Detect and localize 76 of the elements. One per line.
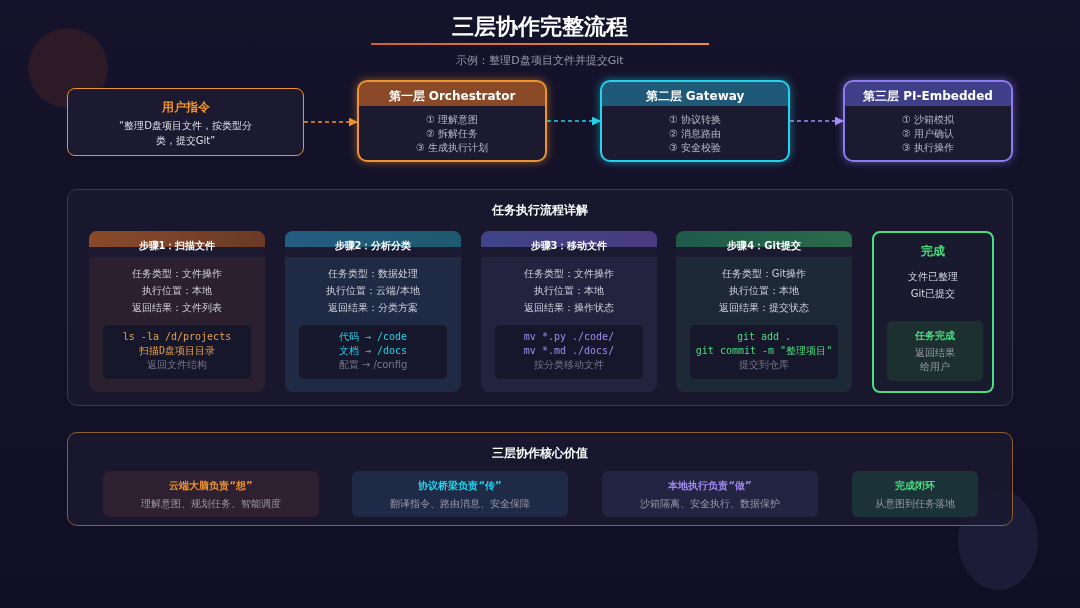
value-description: 沙箱隔离、安全执行、数据保护 [639, 497, 781, 511]
arrow [303, 117, 358, 127]
list-item: ② 消息路由 [667, 127, 723, 141]
section-panel [67, 432, 1013, 526]
list-item: ① 协议转换 [667, 113, 723, 127]
layer-title: 第二层 Gateway [644, 88, 746, 105]
code-line: git add . [735, 330, 793, 344]
layer-box [843, 80, 1013, 162]
step-header: 步骤2：分析分类 [285, 231, 461, 257]
arrow [546, 116, 601, 126]
step-card [285, 231, 461, 392]
layer-title: 第一层 Orchestrator [387, 88, 517, 105]
step-detail: 执行位置：本地 [533, 284, 605, 298]
step-header: 步骤3：移动文件 [481, 231, 657, 257]
status-text: 文件已整理 [907, 270, 959, 284]
code-note: 配置 → /config [337, 358, 409, 372]
code-line: ls -la /d/projects [121, 330, 233, 344]
list-item: ② 拆解任务 [424, 127, 480, 141]
section-title: 三层协作核心价值 [491, 445, 589, 462]
step-detail: 任务类型：Git操作 [720, 267, 808, 281]
list-item: ③ 生成执行计划 [414, 141, 490, 155]
list-item: ① 沙箱模拟 [900, 113, 956, 127]
code-block [299, 325, 447, 379]
list-item: ② 用户确认 [900, 127, 956, 141]
code-line: 代码 → /code [337, 330, 409, 344]
layer-box [357, 80, 547, 162]
step-detail: 返回结果：文件列表 [131, 301, 223, 315]
value-description: 理解意图、规划任务、智能调度 [140, 497, 282, 511]
code-line: git commit -m "整理项目" [694, 344, 834, 358]
completion-card [872, 231, 994, 393]
result-text: 返回结果给用户 [914, 346, 956, 374]
layer-box [600, 80, 790, 162]
value-card [352, 471, 568, 517]
list-item: ① 理解意图 [424, 113, 480, 127]
section-title: 任务执行流程详解 [491, 202, 589, 219]
instruction-text: “整理D盘项目文件，按类型分类，提交Git” [118, 119, 253, 148]
step-card [481, 231, 657, 392]
step-detail: 返回结果：提交状态 [718, 301, 810, 315]
code-line: 扫描D盘项目目录 [138, 344, 216, 358]
step-detail: 任务类型：文件操作 [131, 267, 223, 281]
list-item: ③ 安全校验 [667, 141, 723, 155]
step-header: 步骤1：扫描文件 [89, 231, 265, 257]
code-line: mv *.md ./docs/ [522, 344, 616, 358]
subtitle: 示例：整理D盘项目文件并提交Git [455, 53, 625, 68]
step-detail: 任务类型：文件操作 [523, 267, 615, 281]
step-detail: 执行位置：本地 [141, 284, 213, 298]
code-note: 按分类移动文件 [533, 358, 605, 372]
code-line: 文档 → /docs [337, 344, 409, 358]
status-text: Git已提交 [909, 287, 957, 301]
step-card [89, 231, 265, 392]
value-title: 云端大脑负责“想” [168, 479, 254, 493]
value-description: 从意图到任务落地 [874, 497, 956, 511]
code-note: 提交到仓库 [738, 358, 790, 372]
result-title: 任务完成 [914, 329, 956, 343]
completion-title: 完成 [920, 243, 946, 260]
title: 三层协作完整流程 [451, 13, 629, 41]
step-detail: 任务类型：数据处理 [327, 267, 419, 281]
step-detail: 执行位置：云端/本地 [325, 284, 421, 298]
value-title: 本地执行负责“做” [667, 479, 753, 493]
step-header: 步骤4：Git提交 [676, 231, 852, 257]
arrow [789, 116, 844, 126]
input-box [67, 88, 304, 156]
step-detail: 返回结果：分类方案 [327, 301, 419, 315]
layer-title: 第三层 PI-Embedded [862, 88, 994, 105]
value-title: 协议桥梁负责“传” [417, 479, 503, 493]
step-detail: 执行位置：本地 [728, 284, 800, 298]
list-item: ③ 执行操作 [900, 141, 956, 155]
code-note: 返回文件结构 [146, 358, 208, 372]
step-card [676, 231, 852, 392]
section-panel [67, 189, 1013, 406]
code-line: mv *.py ./code/ [522, 330, 616, 344]
value-title: 完成闭环 [894, 479, 936, 493]
value-description: 翻译指令、路由消息、安全保障 [389, 497, 531, 511]
box-title: 用户指令 [160, 99, 211, 116]
value-card [852, 471, 978, 517]
step-detail: 返回结果：操作状态 [523, 301, 615, 315]
